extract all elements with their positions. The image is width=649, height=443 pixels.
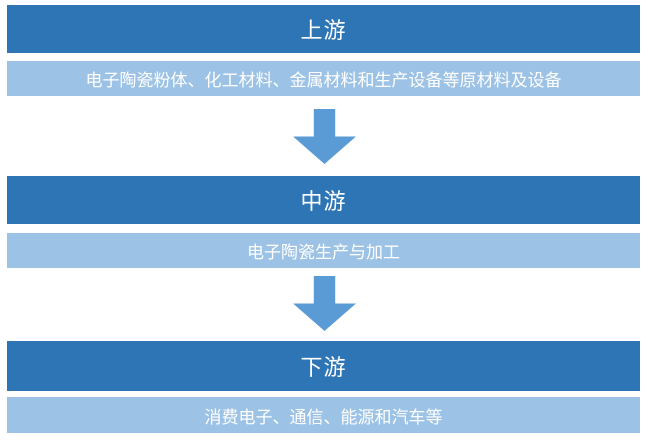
stage-label-midstream: 中游 — [300, 190, 347, 215]
stage-label-downstream: 下游 — [300, 356, 347, 381]
stage-bar-upstream: 上游 — [7, 5, 640, 53]
stage-label-upstream: 上游 — [300, 19, 347, 44]
detail-label-downstream: 消费电子、通信、能源和汽车等 — [204, 407, 443, 428]
stage-bar-downstream: 下游 — [7, 341, 640, 391]
detail-bar-downstream: 消费电子、通信、能源和汽车等 — [7, 397, 640, 433]
down-arrow-icon — [293, 109, 356, 164]
down-arrow-icon — [293, 276, 356, 331]
detail-bar-upstream: 电子陶瓷粉体、化工材料、金属材料和生产设备等原材料及设备 — [7, 61, 640, 96]
detail-label-upstream: 电子陶瓷粉体、化工材料、金属材料和生产设备等原材料及设备 — [85, 71, 562, 91]
stage-bar-midstream: 中游 — [7, 176, 640, 224]
detail-label-midstream: 电子陶瓷生产与加工 — [247, 243, 400, 263]
detail-bar-midstream: 电子陶瓷生产与加工 — [7, 233, 640, 268]
